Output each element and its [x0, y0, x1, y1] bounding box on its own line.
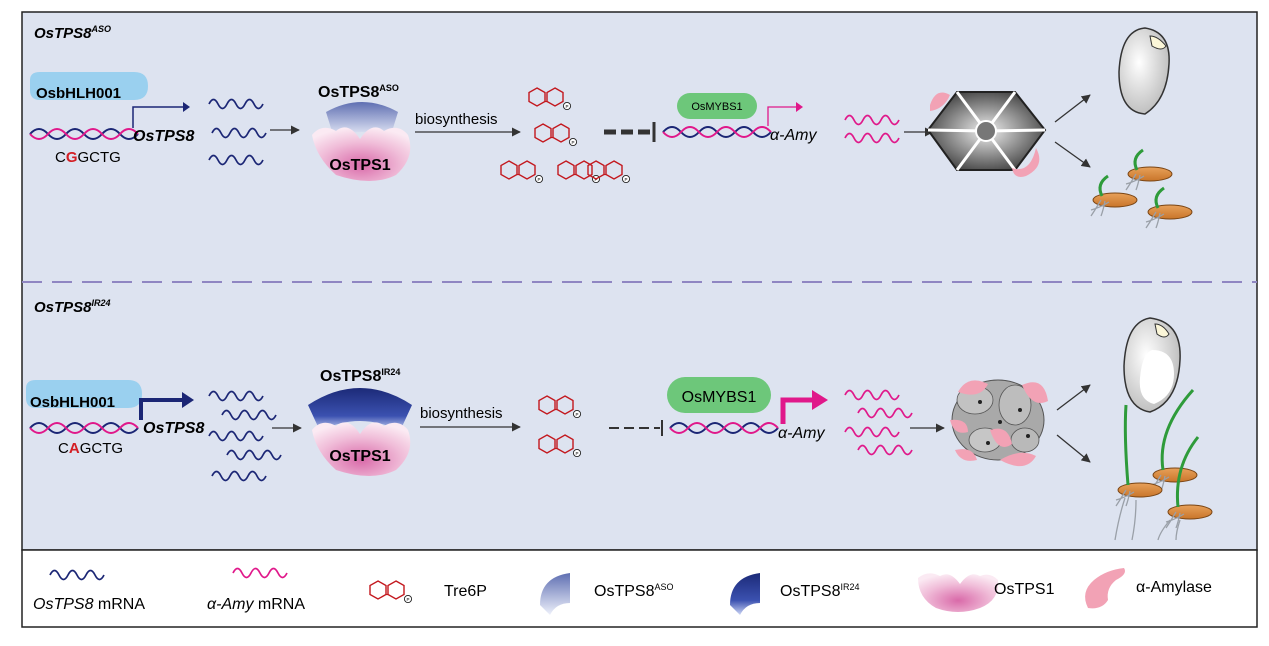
rice-grain-degraded	[1123, 317, 1181, 413]
ostps1-protein	[312, 422, 411, 476]
legend-amylase-label: α-Amylase	[1136, 579, 1212, 596]
transcription-arrow-strong	[139, 398, 184, 420]
enzyme-top-label: OsTPS8IR24	[320, 367, 400, 385]
tf-label: OsbHLH001	[30, 394, 115, 411]
legend-amylase-icon	[1085, 568, 1125, 609]
enzyme-bottom-label: OsTPS1	[329, 448, 390, 465]
ostps1-protein	[312, 127, 411, 181]
transcription-arrow	[132, 106, 183, 128]
legend-amy-mrna-label: α-Amy mRNA	[207, 596, 305, 613]
panel-title-aso: OsTPS8ASO	[34, 24, 111, 42]
seedlings-vigorous	[1114, 388, 1213, 541]
tf-bubble	[30, 72, 148, 100]
legend-aso-label: OsTPS8ASO	[594, 582, 673, 600]
ostps8-ir24-protein	[308, 388, 412, 431]
legend-ostps1-icon	[918, 573, 999, 612]
promoter-sequence: CGGCTG	[55, 149, 121, 166]
target-label: α-Amy	[770, 127, 817, 144]
panel-aso: OsTPS8ASO OsbHLH001 CGGCTG OsTPS8 OsTPS8…	[29, 24, 1193, 229]
promoter-sequence: CAGCTG	[58, 440, 123, 457]
legend: OsTPS8 mRNA α-Amy mRNA Tre6P OsTPS8ASO O…	[33, 567, 1212, 615]
legend-box	[21, 549, 1258, 628]
starch-granule-degraded	[950, 379, 1048, 467]
tf-label: OsbHLH001	[36, 85, 121, 102]
gene-label: OsTPS8	[133, 128, 194, 145]
legend-ir24-icon	[730, 573, 760, 615]
panel-ir24: OsTPS8IR24 OsbHLH001 CAGCTG OsTPS8 OsTPS…	[26, 298, 1213, 541]
legend-ostps1-label: OsTPS1	[994, 581, 1055, 598]
gene-label: OsTPS8	[143, 420, 204, 437]
target-label: α-Amy	[778, 425, 825, 442]
legend-ir24-label: OsTPS8IR24	[780, 582, 859, 600]
repressor-bubble	[667, 377, 771, 413]
repressor-label: OsMYBS1	[691, 101, 742, 113]
repressor-bubble	[677, 93, 757, 119]
repressor-label: OsMYBS1	[682, 389, 757, 406]
starch-granule	[926, 91, 1047, 177]
enzyme-top-label: OsTPS8ASO	[318, 83, 399, 101]
process-label: biosynthesis	[420, 405, 503, 422]
rice-grain-dormant	[1118, 27, 1170, 115]
seedlings-weak	[1090, 148, 1193, 229]
transcription-arrow-strong	[780, 397, 815, 424]
process-label: biosynthesis	[415, 111, 498, 128]
legend-tre6p-label: Tre6P	[444, 583, 487, 600]
legend-ostps8-mrna-label: OsTPS8 mRNA	[33, 596, 145, 613]
legend-aso-icon	[540, 573, 570, 615]
enzyme-bottom-label: OsTPS1	[329, 157, 390, 174]
tf-bubble	[26, 380, 142, 408]
panel-title-ir24: OsTPS8IR24	[34, 298, 111, 316]
